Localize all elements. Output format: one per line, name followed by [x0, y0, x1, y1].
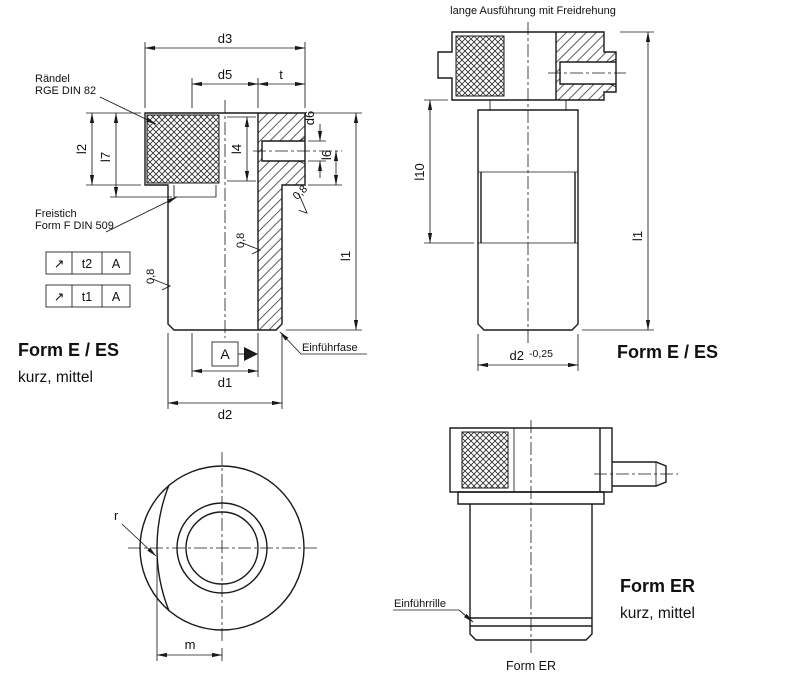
dimension-d6-label: d6 — [302, 111, 317, 125]
dimension-l10-label: l10 — [412, 163, 427, 180]
dimension-d1: d1 — [191, 333, 259, 390]
tolerance-datum-t1: A — [112, 290, 121, 304]
dimension-l6-label: l6 — [319, 150, 334, 160]
dimension-l4: l4 — [229, 116, 250, 182]
dimension-l1-label: l1 — [630, 231, 645, 241]
dimension-d2-label: d2 — [218, 407, 232, 422]
roughness-mark-shoulder: 0,8 — [291, 183, 310, 214]
dimension-d2-tol: d2 -0,25 — [477, 334, 579, 371]
title-form-e-es-right: Form E / ES — [617, 342, 718, 362]
dimension-l1-label: l1 — [338, 251, 353, 261]
part-outline — [144, 112, 306, 331]
tolerance-value-t1: t1 — [82, 290, 92, 304]
knurl-patch — [146, 114, 220, 184]
raendel-text-2: RGE DIN 82 — [35, 85, 96, 97]
tolerance-frame-t1: ↗ t1 A — [45, 284, 131, 308]
dimension-d2-label: d2 — [510, 348, 524, 363]
view-form-er: Einführrille Form ER kurz, mittel Form E… — [393, 420, 695, 673]
roughness-value: 0,8 — [145, 269, 157, 284]
roughness-mark-bore: 0,8 — [235, 233, 262, 255]
title-form-e-es-left: Form E / ES — [18, 340, 119, 360]
centerlines — [128, 452, 318, 644]
annotation-raendel: Rändel RGE DIN 82 — [35, 73, 157, 125]
datum-triangle — [244, 347, 258, 361]
knurl-patch — [461, 431, 509, 489]
part-outline — [449, 427, 667, 641]
dimension-t-label: t — [279, 67, 283, 82]
dimension-d1-label: d1 — [218, 375, 232, 390]
part-outline — [437, 31, 617, 331]
knurl-patch — [455, 35, 505, 97]
section-hatch-head — [258, 113, 305, 185]
runout-symbol-icon: ↗ — [54, 290, 64, 304]
subtitle-kurz-mittel-left: kurz, mittel — [18, 369, 93, 386]
view2-header: lange Ausführung mit Freidrehung — [450, 5, 616, 17]
view-front-circle: r m — [114, 452, 318, 661]
roughness-value: 0,8 — [291, 183, 310, 202]
dimension-l1: l1 — [286, 112, 362, 331]
dimension-r: r — [114, 508, 157, 557]
dimension-d2: d2 — [167, 333, 283, 422]
datum-feature-a: A — [211, 341, 258, 367]
annotation-einfuehrfase: Einführfase — [279, 331, 367, 355]
section-hatch-head — [556, 32, 616, 100]
tolerance-value-t2: t2 — [82, 257, 92, 271]
centerlines — [530, 420, 678, 656]
section-hatch-body — [258, 185, 282, 330]
caption-form-er: Form ER — [506, 659, 556, 673]
dimension-l4-label: l4 — [229, 144, 244, 154]
dimension-d3-label: d3 — [218, 31, 232, 46]
dimension-l2-label: l2 — [74, 144, 89, 154]
dimension-l7: l7 — [98, 112, 172, 198]
dimension-m: m — [156, 556, 223, 661]
annotation-freistich: Freistich Form F DIN 509 — [35, 196, 178, 233]
tolerance-datum-t2: A — [112, 257, 121, 271]
einfuehrfase-text: Einführfase — [302, 342, 358, 354]
dimension-m-label: m — [185, 637, 196, 652]
dimension-d6: d6 — [302, 111, 326, 178]
part-outline — [139, 465, 305, 631]
dimension-l7-label: l7 — [98, 152, 113, 162]
dimension-r-label: r — [114, 508, 119, 523]
einfuehrrille-text: Einführrille — [394, 598, 446, 610]
raendel-text-1: Rändel — [35, 73, 70, 85]
dimension-l1: l1 — [582, 31, 654, 331]
datum-label: A — [220, 346, 230, 362]
dimension-d3: d3 — [144, 31, 306, 108]
dimension-t: t — [257, 67, 306, 87]
subtitle-kurz-mittel-er: kurz, mittel — [620, 605, 695, 622]
centerlines — [527, 22, 626, 344]
view-lange-ausfuehrung: lange Ausführung mit Freidrehung l10 — [412, 5, 718, 371]
dimension-l6: l6 — [308, 150, 342, 186]
dimension-l10: l10 — [412, 99, 474, 244]
title-form-er: Form ER — [620, 576, 695, 596]
dimension-l2: l2 — [74, 112, 141, 186]
freistich-text-2: Form F DIN 509 — [35, 220, 114, 232]
roughness-mark-left-wall: 0,8 — [145, 269, 172, 291]
runout-symbol-icon: ↗ — [54, 257, 64, 271]
view-form-e-es-section: d3 d5 t l2 l7 l4 — [18, 31, 367, 422]
dimension-d2-tolerance: -0,25 — [529, 348, 553, 360]
dimension-d5-label: d5 — [218, 67, 232, 82]
freistich-text-1: Freistich — [35, 208, 77, 220]
centerlines — [224, 100, 342, 338]
annotation-einfuehrrille: Einführrille — [393, 598, 474, 623]
roughness-value: 0,8 — [235, 233, 247, 248]
tolerance-frame-t2: ↗ t2 A — [45, 251, 131, 275]
